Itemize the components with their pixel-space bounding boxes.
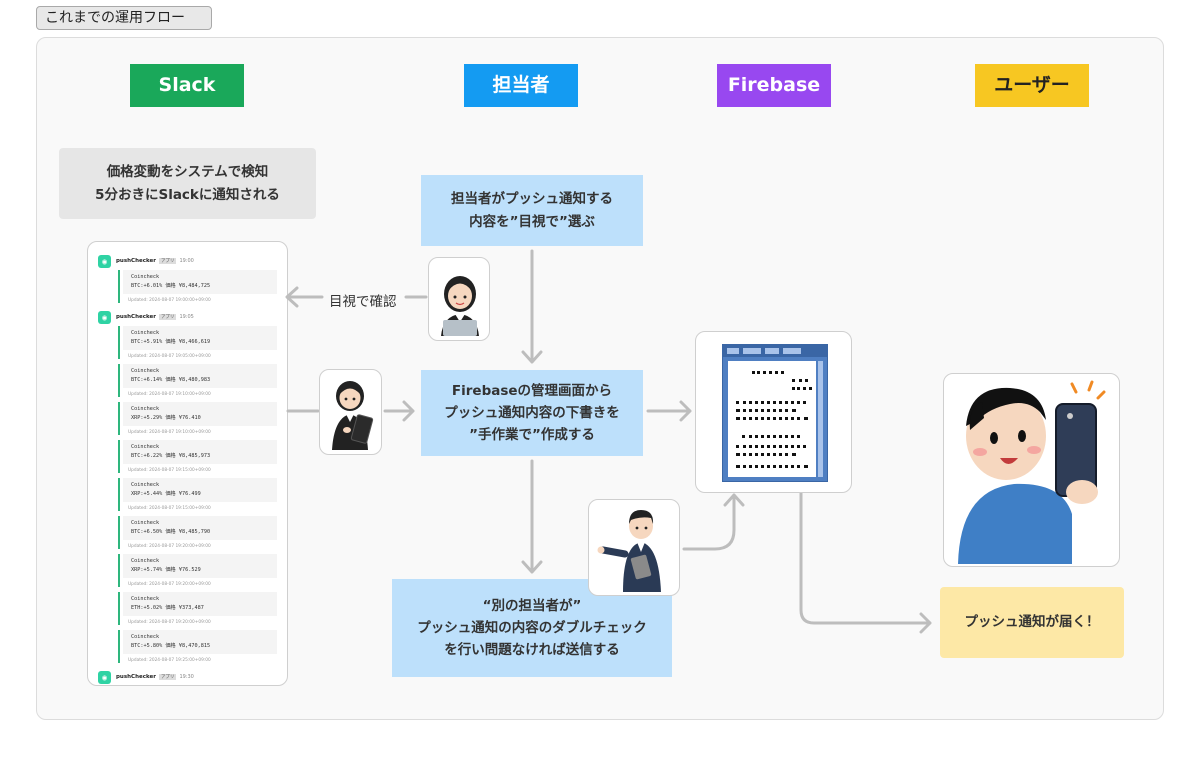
updated-timestamp: Updated: 2024-08-07 19:10:00+09:00 xyxy=(128,430,211,435)
console-window xyxy=(722,344,828,482)
price-change-line: BTC:+6.22% 価格 ¥8,485,973 xyxy=(131,453,211,459)
updated-timestamp: Updated: 2024-08-07 19:25:00+09:00 xyxy=(128,658,211,663)
bot-avatar-icon: ◉ xyxy=(98,254,111,268)
exchange-name: Coincheck xyxy=(131,558,160,564)
bot-avatar-icon: ◉ xyxy=(98,670,111,684)
exchange-name: Coincheck xyxy=(131,596,160,602)
updated-timestamp: Updated: 2024-08-07 19:20:00+09:00 xyxy=(128,582,211,587)
message-time: 19:05 xyxy=(179,314,194,320)
exchange-name: Coincheck xyxy=(131,274,160,280)
console-document xyxy=(728,361,816,477)
user-card xyxy=(943,373,1120,567)
updated-timestamp: Updated: 2024-08-07 19:20:00+09:00 xyxy=(128,620,211,625)
bot-app-tag: アプリ xyxy=(158,314,177,320)
message-time: 19:30 xyxy=(179,674,194,680)
male-checker-icon xyxy=(597,510,661,592)
exchange-name: Coincheck xyxy=(131,634,160,640)
price-change-line: BTC:+5.91% 価格 ¥8,466,619 xyxy=(131,339,211,345)
operator-female-card xyxy=(428,257,490,341)
price-change-line: BTC:+6.14% 価格 ¥8,480,983 xyxy=(131,377,211,383)
step-draft-box: Firebaseの管理画面から プッシュ通知内容の下書きを ”手作業で”作成する xyxy=(421,370,643,456)
step-select-text: 担当者がプッシュ通知する 内容を”目視で”選ぶ xyxy=(451,191,613,230)
updated-timestamp: Updated: 2024-08-07 19:15:00+09:00 xyxy=(128,506,211,511)
bot-name: pushChecker xyxy=(116,314,156,320)
lane-header-user: ユーザー xyxy=(975,64,1089,107)
price-change-line: BTC:+5.80% 価格 ¥8,470,815 xyxy=(131,643,211,649)
step-deliver-text: プッシュ通知が届く！ xyxy=(964,614,1100,631)
console-titlebar xyxy=(723,345,827,357)
lane-header-firebase: Firebase xyxy=(717,64,831,107)
price-change-line: ETH:+5.02% 価格 ¥373,487 xyxy=(131,605,204,611)
user-with-phone-icon xyxy=(958,380,1106,564)
exchange-name: Coincheck xyxy=(131,368,160,374)
updated-timestamp: Updated: 2024-08-07 19:05:00+09:00 xyxy=(128,354,211,359)
price-change-line: BTC:+6.50% 価格 ¥8,485,790 xyxy=(131,529,211,535)
step-draft-text: Firebaseの管理画面から プッシュ通知内容の下書きを ”手作業で”作成する xyxy=(444,382,620,444)
bot-name: pushChecker xyxy=(116,258,156,264)
step-detect-text: 価格変動をシステムで検知 5分おきにSlackに通知される xyxy=(95,164,280,203)
lane-header-slack: Slack xyxy=(130,64,244,107)
price-change-line: XRP:+5.29% 価格 ¥76.410 xyxy=(131,415,201,421)
bot-app-tag: アプリ xyxy=(158,258,177,264)
lane-header-operator: 担当者 xyxy=(464,64,578,107)
female-operator-icon xyxy=(441,276,479,336)
updated-timestamp: Updated: 2024-08-07 19:15:00+09:00 xyxy=(128,468,211,473)
checker-male-card xyxy=(588,499,680,596)
step-check-text: “別の担当者が” プッシュ通知の内容のダブルチェック を行い問題なければ送信する xyxy=(417,597,647,659)
arrow-label-visual-check: 目視で確認 xyxy=(327,290,399,310)
bot-avatar-icon: ◉ xyxy=(98,310,111,324)
page-title: これまでの運用フロー xyxy=(36,6,212,30)
bot-name: pushChecker xyxy=(116,674,156,680)
updated-timestamp: Updated: 2024-08-07 19:20:00+09:00 xyxy=(128,544,211,549)
updated-timestamp: Updated: 2024-08-07 19:00:00+09:00 xyxy=(128,298,211,303)
price-change-line: XRP:+5.74% 価格 ¥76.529 xyxy=(131,567,201,573)
updated-timestamp: Updated: 2024-08-07 19:10:00+09:00 xyxy=(128,392,211,397)
firebase-console-card xyxy=(695,331,852,493)
price-change-line: XRP:+5.44% 価格 ¥76.499 xyxy=(131,491,201,497)
exchange-name: Coincheck xyxy=(131,482,160,488)
step-deliver-box: プッシュ通知が届く！ xyxy=(940,587,1124,658)
bot-app-tag: アプリ xyxy=(158,674,177,680)
exchange-name: Coincheck xyxy=(131,406,160,412)
writing-operator-icon xyxy=(332,381,374,450)
price-change-line: BTC:+6.01% 価格 ¥8,484,725 xyxy=(131,283,211,289)
exchange-name: Coincheck xyxy=(131,520,160,526)
operator-writing-card xyxy=(319,369,382,455)
exchange-name: Coincheck xyxy=(131,330,160,336)
step-select-box: 担当者がプッシュ通知する 内容を”目視で”選ぶ xyxy=(421,175,643,246)
message-time: 19:00 xyxy=(179,258,194,264)
exchange-name: Coincheck xyxy=(131,444,160,450)
step-detect-box: 価格変動をシステムで検知 5分おきにSlackに通知される xyxy=(59,148,316,219)
